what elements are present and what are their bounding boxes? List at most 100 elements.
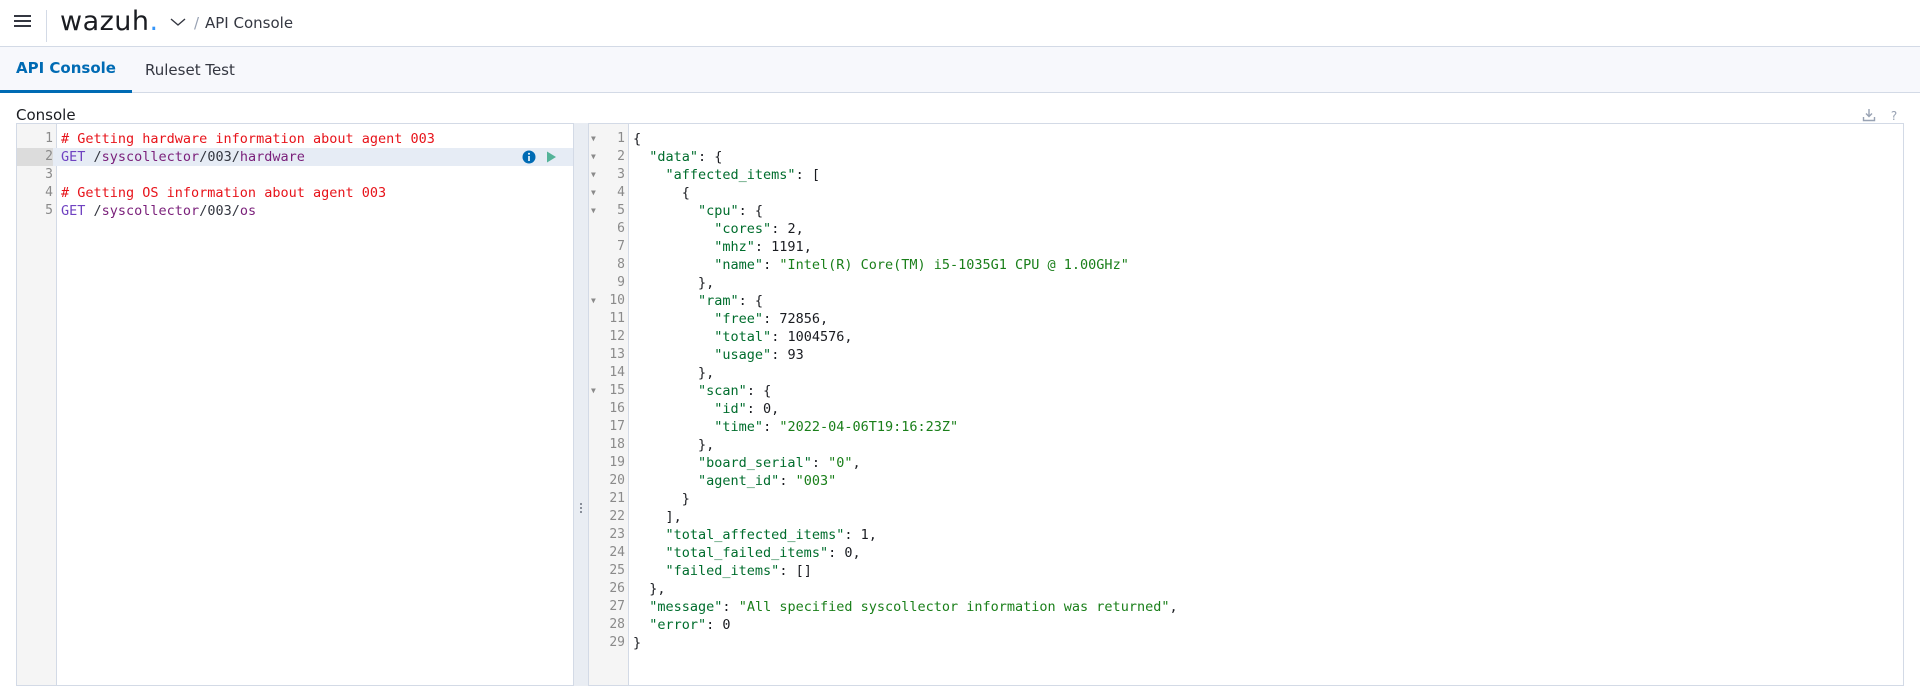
json-value: : [ — [795, 167, 820, 183]
json-line: 8 "name": "Intel(R) Core(TM) i5-1035G1 C… — [589, 256, 1903, 274]
json-value: : 0 — [706, 617, 731, 633]
json-text: "id": 0, — [633, 400, 1903, 418]
json-key: "cpu" — [698, 203, 739, 219]
json-text: "message": "All specified syscollector i… — [633, 598, 1903, 616]
json-line: 28 "error": 0 — [589, 616, 1903, 634]
fold-toggle-icon[interactable]: ▼ — [591, 152, 596, 161]
response-editor[interactable]: ▼1{▼2 "data": {▼3 "affected_items": [▼4 … — [588, 123, 1904, 686]
fold-toggle-icon[interactable]: ▼ — [591, 170, 596, 179]
help-icon[interactable]: ? — [1887, 108, 1901, 122]
logo-dot: . — [149, 6, 159, 37]
json-line: 27 "message": "All specified syscollecto… — [589, 598, 1903, 616]
indent — [633, 491, 682, 507]
http-method: GET — [61, 149, 86, 165]
indent — [633, 581, 649, 597]
json-punctuation: ], — [665, 509, 682, 525]
json-line: ▼1{ — [589, 130, 1903, 148]
json-text: } — [633, 490, 1903, 508]
line-number: 3 — [617, 167, 625, 182]
path-segment: 003 — [207, 203, 232, 219]
indent — [633, 293, 698, 309]
info-icon[interactable] — [521, 149, 537, 165]
json-key: "total_affected_items" — [665, 527, 845, 543]
json-line: 12 "total": 1004576, — [589, 328, 1903, 346]
json-key: "id" — [714, 401, 747, 417]
request-lines: 1# Getting hardware information about ag… — [17, 130, 573, 220]
line-number: 2 — [17, 148, 53, 166]
json-key: "data" — [649, 149, 699, 165]
json-line: ▼5 "cpu": { — [589, 202, 1903, 220]
json-punctuation: { — [681, 185, 690, 201]
json-text: "board_serial": "0", — [633, 454, 1903, 472]
indent — [633, 167, 666, 183]
json-line: ▼ 2 "data": { — [589, 148, 1903, 166]
json-text: "cpu": { — [633, 202, 1903, 220]
line-number: 4 — [45, 185, 53, 200]
json-line: 24 "total_failed_items": 0, — [589, 544, 1903, 562]
line-number: 10 — [609, 293, 625, 308]
fold-toggle-icon[interactable]: ▼ — [591, 296, 596, 305]
code-text: GET /syscollector/003/hardware — [61, 148, 573, 166]
json-value: : 93 — [771, 347, 804, 363]
code-line: 3 — [17, 166, 573, 184]
line-number: 22 — [609, 509, 625, 524]
json-line: ▼10 "ram": { — [589, 292, 1903, 310]
panel-resizer-handle[interactable] — [574, 123, 588, 686]
indent — [633, 275, 698, 291]
indent — [633, 509, 666, 525]
indent — [633, 383, 698, 399]
line-number: 1 — [617, 131, 625, 146]
indent — [633, 347, 714, 363]
json-line: ▼ 4 { — [589, 184, 1903, 202]
json-line: 9 }, — [589, 274, 1903, 292]
line-number: 28 — [609, 617, 625, 632]
request-editor[interactable]: 1# Getting hardware information about ag… — [16, 123, 574, 686]
json-line: 25 "failed_items": [] — [589, 562, 1903, 580]
line-number: 4 — [617, 185, 625, 200]
json-line: 23 "total_affected_items": 1, — [589, 526, 1903, 544]
json-line: 22 ], — [589, 508, 1903, 526]
json-text: }, — [633, 364, 1903, 382]
download-icon[interactable] — [1862, 108, 1876, 122]
fold-toggle-icon[interactable]: ▼ — [591, 134, 596, 143]
json-text: "free": 72856, — [633, 310, 1903, 328]
json-line: 17 "time": "2022-04-06T19:16:23Z" — [589, 418, 1903, 436]
json-value: : 0, — [828, 545, 861, 561]
resizer-grip-icon — [579, 501, 583, 515]
json-value: : — [763, 257, 780, 273]
fold-toggle-icon[interactable]: ▼ — [591, 188, 596, 197]
json-line: 29} — [589, 634, 1903, 652]
line-number: 12 — [609, 329, 625, 344]
line-number: 23 — [609, 527, 625, 542]
line-number: 2 — [617, 149, 625, 164]
json-text: }, — [633, 274, 1903, 292]
indent — [633, 239, 714, 255]
wazuh-logo[interactable]: wazuh. — [60, 6, 159, 37]
line-number: 21 — [609, 491, 625, 506]
json-text: "error": 0 — [633, 616, 1903, 634]
tab-api-console[interactable]: API Console — [0, 47, 132, 93]
chevron-down-icon[interactable] — [169, 13, 187, 31]
json-punctuation: }, — [698, 437, 715, 453]
fold-toggle-icon[interactable]: ▼ — [591, 206, 596, 215]
line-number: 3 — [45, 167, 53, 182]
json-key: "failed_items" — [665, 563, 780, 579]
json-punctuation: } — [633, 635, 642, 651]
line-number: 6 — [617, 221, 625, 236]
json-key: "total_failed_items" — [665, 545, 829, 561]
line-number: 25 — [609, 563, 625, 578]
line-number: 18 — [609, 437, 625, 452]
json-value: : { — [698, 149, 723, 165]
play-icon[interactable] — [543, 149, 559, 165]
fold-toggle-icon[interactable]: ▼ — [591, 386, 596, 395]
json-text: "time": "2022-04-06T19:16:23Z" — [633, 418, 1903, 436]
code-line: 4# Getting OS information about agent 00… — [17, 184, 573, 202]
hamburger-menu-icon[interactable] — [14, 13, 32, 29]
indent — [633, 473, 698, 489]
code-line: 1# Getting hardware information about ag… — [17, 130, 573, 148]
response-gutter — [589, 124, 629, 685]
path-slash: / — [231, 149, 240, 165]
json-string: "All specified syscollector information … — [738, 599, 1170, 615]
path-slash: / — [199, 149, 208, 165]
tab-ruleset-test[interactable]: Ruleset Test — [145, 61, 235, 79]
